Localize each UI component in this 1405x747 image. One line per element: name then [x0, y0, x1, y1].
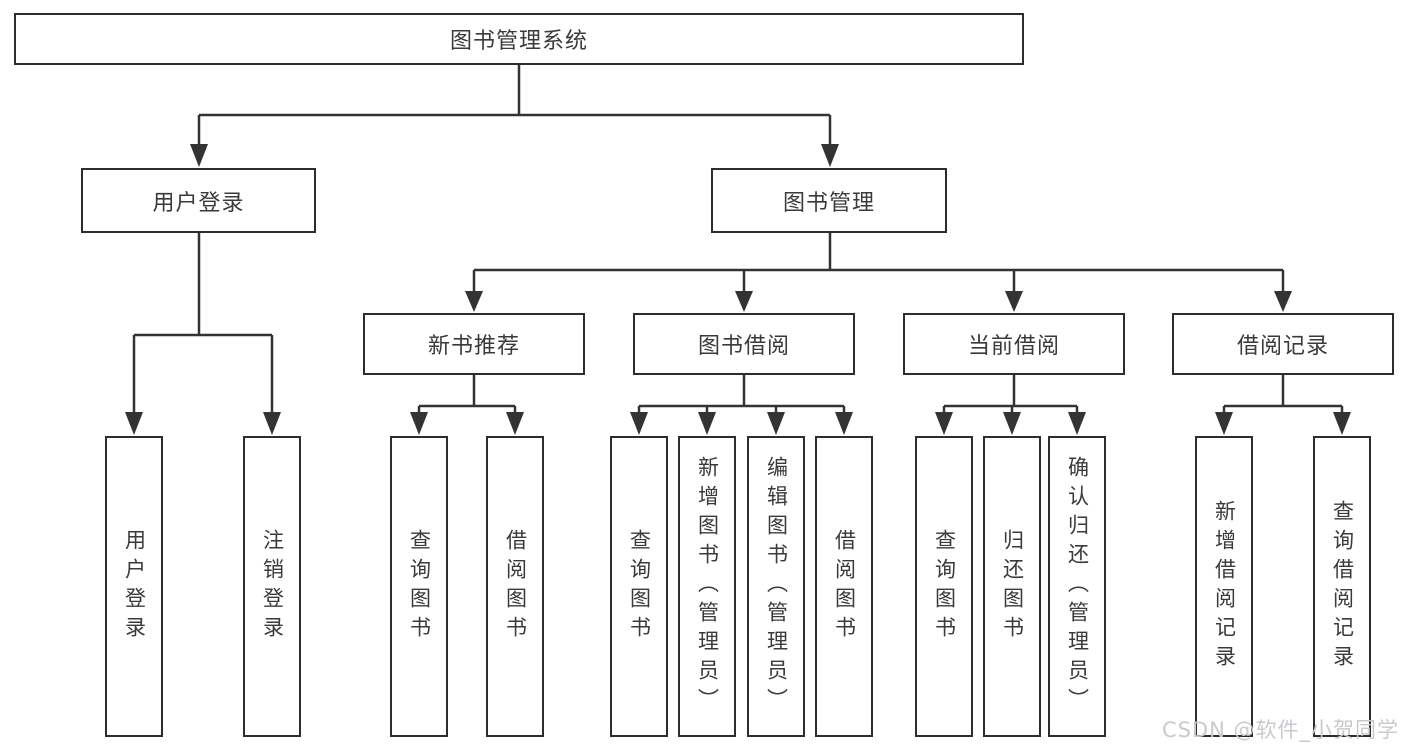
node-label: 查询借阅记录: [1330, 499, 1355, 674]
node-label: 图书借阅: [697, 334, 790, 359]
node-label: 图书管理系统: [449, 29, 588, 54]
leaf-confirm-return-admin: 确认归还（管理员）: [1048, 436, 1106, 737]
node-book-management: 图书管理: [711, 168, 947, 233]
node-label: 确认归还（管理员）: [1065, 456, 1090, 717]
leaf-query-borrow-record: 查询借阅记录: [1313, 436, 1371, 737]
node-label: 当前借阅: [967, 334, 1060, 359]
leaf-edit-book-admin: 编辑图书（管理员）: [747, 436, 805, 737]
node-label: 借阅图书: [503, 528, 528, 645]
node-label: 借阅记录: [1236, 334, 1329, 359]
node-label: 归还图书: [1000, 528, 1025, 645]
leaf-return-book: 归还图书: [983, 436, 1041, 737]
leaf-query-book-1: 查询图书: [390, 436, 448, 737]
node-label: 注销登录: [260, 528, 285, 645]
node-label: 查询图书: [627, 528, 652, 645]
node-label: 查询图书: [932, 528, 957, 645]
node-book-borrow: 图书借阅: [633, 313, 855, 375]
node-current-borrow: 当前借阅: [903, 313, 1125, 375]
leaf-query-book-2: 查询图书: [610, 436, 668, 737]
node-label: 用户登录: [152, 190, 245, 216]
node-label: 借阅图书: [832, 528, 857, 645]
node-borrow-records: 借阅记录: [1172, 313, 1394, 375]
node-new-book-recommend: 新书推荐: [363, 313, 585, 375]
leaf-add-borrow-record: 新增借阅记录: [1195, 436, 1253, 737]
node-label: 新增图书（管理员）: [695, 456, 720, 717]
node-user-login: 用户登录: [81, 168, 316, 233]
leaf-logout: 注销登录: [243, 436, 301, 737]
leaf-borrow-book-1: 借阅图书: [486, 436, 544, 737]
csdn-watermark: CSDN @软件_小贺同学: [1161, 718, 1399, 742]
node-label: 查询图书: [407, 528, 432, 645]
leaf-query-book-3: 查询图书: [915, 436, 973, 737]
node-label: 新增借阅记录: [1212, 499, 1237, 674]
leaf-add-book-admin: 新增图书（管理员）: [678, 436, 736, 737]
node-label: 用户登录: [122, 528, 147, 645]
node-label: 图书管理: [782, 190, 875, 216]
leaf-borrow-book-2: 借阅图书: [815, 436, 873, 737]
node-label: 新书推荐: [427, 334, 520, 359]
node-label: 编辑图书（管理员）: [764, 456, 789, 717]
leaf-user-login: 用户登录: [105, 436, 163, 737]
node-library-system: 图书管理系统: [14, 13, 1024, 65]
